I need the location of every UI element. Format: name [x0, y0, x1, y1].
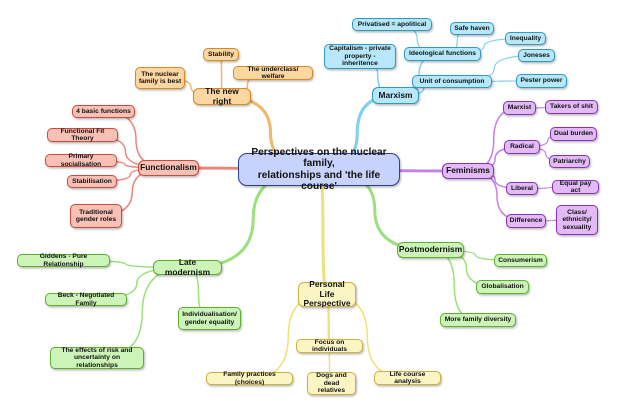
node-privatised-apolitical: Privatised = apolitical: [352, 18, 432, 31]
node-more-family-diversity: More family diversity: [440, 313, 516, 327]
node-pester-power: Pester power: [516, 74, 567, 88]
node-stabilisation: Stabilisation: [67, 175, 117, 188]
branch-functionalism: Functionalism: [138, 160, 199, 176]
node-effects-of-risk: The effects of risk and uncertainty on r…: [50, 347, 144, 369]
node-4-basic-functions: 4 basic functions: [72, 105, 135, 118]
branch-new-right: The new right: [193, 86, 251, 105]
node-nuclear-family-best: The nuclear family is best: [135, 67, 185, 89]
node-unit-of-consumption: Unit of consumption: [412, 75, 492, 88]
node-joneses: Joneses: [518, 49, 555, 62]
node-beck: Beck - Negotiated Family: [45, 292, 127, 307]
branch-feminisms: Feminisms: [442, 163, 494, 179]
node-primary-socialisation: Primary socialisation: [45, 153, 117, 168]
node-globalisation: Globalisation: [476, 280, 529, 294]
node-functional-fit: Functional Fit Theory: [47, 128, 118, 142]
node-underclass-welfare: The underclass/ welfare: [233, 66, 313, 80]
node-ideological-functions: Ideological functions: [404, 47, 481, 61]
connector-pm-to-pm2: [429, 249, 479, 321]
node-life-course-analysis: Life course analysis: [374, 371, 441, 385]
node-equal-pay-act: Equal pay act: [552, 180, 599, 194]
node-consumerism: Consumerism: [494, 254, 547, 267]
node-safe-haven: Safe haven: [450, 22, 494, 35]
node-difference: Difference: [506, 214, 546, 228]
node-dogs-dead-relatives: Dogs and dead relatives: [307, 372, 356, 395]
node-traditional-gender-roles: Traditional gender roles: [70, 204, 122, 228]
node-stability: Stability: [203, 48, 239, 61]
node-capitalism: Capitalism - private property - inherite…: [324, 44, 396, 69]
branch-postmodernism: Postmodernism: [397, 242, 464, 258]
node-dual-burden: Dual burden: [550, 127, 597, 141]
connector-lm-to-lm3: [96, 266, 189, 359]
node-inequality: Inequality: [505, 32, 546, 45]
branch-marxism: Marxism: [372, 87, 419, 104]
node-individualisation: Individualisation/ gender equality: [178, 307, 241, 330]
node-class-ethnicity-sexuality: Class/ ethnicity/ sexuality: [556, 205, 598, 235]
node-focus-on-individuals: Focus on individuals: [296, 339, 363, 353]
node-marxist: Marxist: [503, 101, 536, 115]
central-topic: Perspectives on the nuclear family, rela…: [238, 147, 400, 192]
node-takers: Takers of shit: [545, 100, 598, 114]
node-liberal: Liberal: [506, 182, 538, 195]
node-radical: Radical: [504, 140, 540, 154]
node-giddens: Giddens - Pure Relationship: [17, 253, 110, 268]
node-family-practices: Family practices (choices): [206, 371, 293, 386]
node-patriarchy: Patriarchy: [549, 155, 590, 168]
branch-personal-life: Personal Life Perspective: [298, 280, 356, 308]
branch-late-modernism: Late modernism: [153, 257, 222, 276]
